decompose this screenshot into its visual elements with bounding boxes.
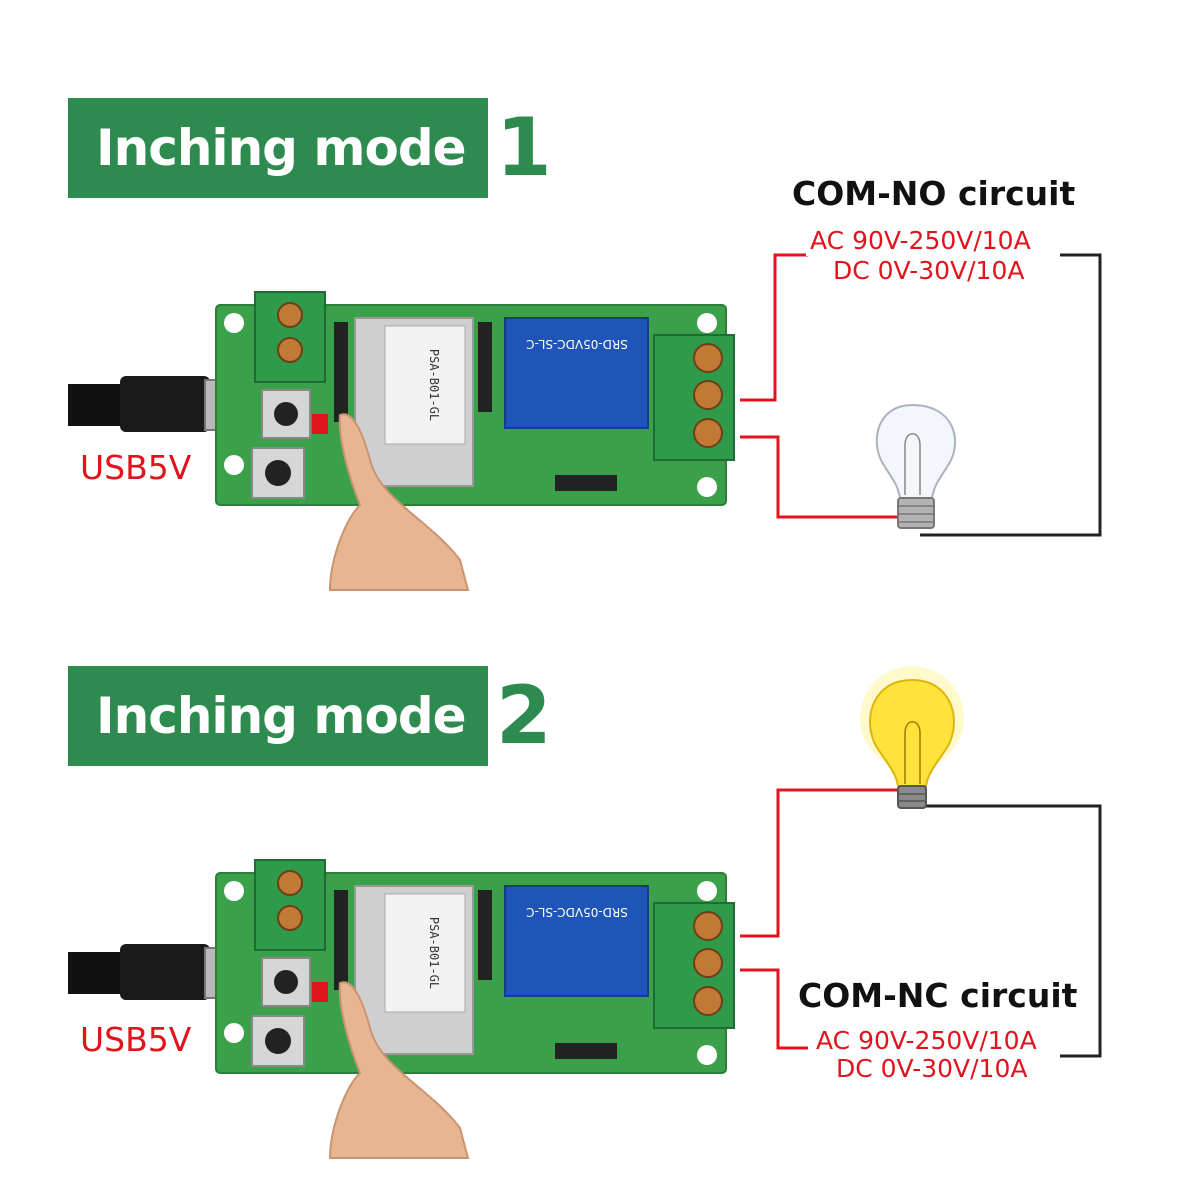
pressing-finger [328,413,470,591]
pressing-finger [328,981,470,1159]
rating-dc: DC 0V-30V/10A [829,256,1029,286]
wifi-module-label: PSA-B01-GL [427,349,441,421]
relay-label: SRD-05VDC-SL-C [526,905,628,919]
relay-label: SRD-05VDC-SL-C [526,337,628,351]
panel-2-illustration: PSA-B01-GL SRD-05VDC-SL-C [68,666,1102,1159]
panel-inching-mode-2: PSA-B01-GL SRD-05VDC-SL-C Inching mode 2… [0,568,1200,1168]
mode-number: 1 [496,101,552,194]
usb-label: USB5V [80,1020,192,1059]
red-wire-bottom [740,968,808,1050]
mode-banner: Inching mode [68,98,488,198]
rating-dc: DC 0V-30V/10A [832,1054,1032,1084]
mode-label: Inching mode [96,119,467,177]
mode-label: Inching mode [96,687,467,745]
red-wire-top [740,788,905,938]
circuit-title: COM-NC circuit [798,976,1078,1015]
panel-inching-mode-1: PSA-B01-GL SRD-05VDC-SL-C Inching mode 1 [68,98,1102,591]
mode-banner: Inching mode [68,666,488,766]
panel-1-illustration: PSA-B01-GL SRD-05VDC-SL-C [68,253,1102,591]
red-wire-top [740,253,808,402]
light-bulb-on-icon [860,666,964,809]
rating-ac: AC 90V-250V/10A [812,1026,1041,1056]
black-wire [920,253,1102,537]
black-wire [920,804,1102,1058]
relay-board: PSA-B01-GL SRD-05VDC-SL-C [215,859,735,1074]
red-wire-bottom [740,435,905,519]
light-bulb-off-icon [875,403,957,529]
circuit-title: COM-NO circuit [792,174,1076,213]
wifi-module-label: PSA-B01-GL [427,917,441,989]
mode-number: 2 [496,669,552,762]
usb-label: USB5V [80,448,192,487]
relay-board: PSA-B01-GL SRD-05VDC-SL-C [215,291,735,506]
rating-ac: AC 90V-250V/10A [806,226,1035,256]
